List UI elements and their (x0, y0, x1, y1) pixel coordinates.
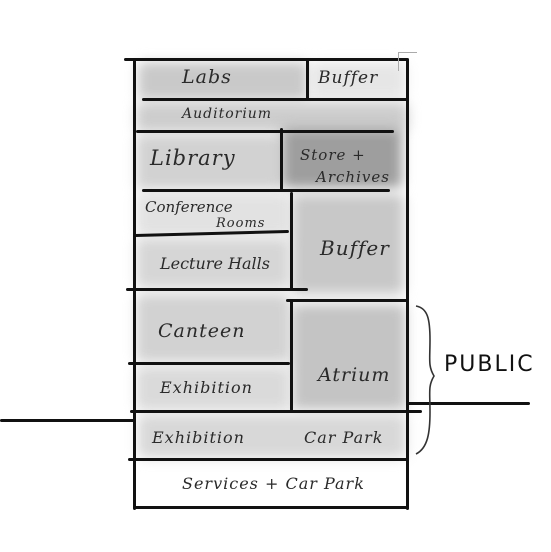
labs-buffer-divider (306, 58, 309, 100)
floor-line-exhibition (128, 458, 408, 461)
shading-labs (138, 62, 308, 100)
label-services: Services + Car Park (182, 474, 365, 493)
label-buffer-mid: Buffer (320, 236, 390, 260)
outer-wall-right (406, 58, 409, 510)
floor-line-canteen (128, 362, 290, 365)
label-auditorium: Auditorium (182, 106, 273, 122)
label-conference-line2: Rooms (216, 216, 266, 231)
label-labs: Labs (182, 66, 232, 88)
label-atrium: Atrium (318, 364, 391, 386)
public-brace (415, 305, 435, 455)
label-canteen: Canteen (158, 320, 246, 342)
shading-ground (138, 414, 406, 458)
shading-atrium (292, 304, 406, 410)
label-exhibition-upper: Exhibition (160, 378, 253, 397)
shading-store (282, 128, 402, 188)
shading-buffer-mid (292, 194, 404, 294)
shading-library (136, 134, 282, 190)
floor-line-atrium (130, 410, 422, 413)
label-buffer-top: Buffer (318, 68, 379, 88)
conference-buffer-divider (290, 192, 293, 290)
label-car-park: Car Park (304, 428, 384, 447)
label-lecture-halls: Lecture Halls (160, 254, 270, 273)
library-store-divider (280, 128, 283, 190)
roof-line (124, 58, 408, 61)
construction-mark (398, 52, 417, 71)
shading-exhibition-upper (136, 366, 290, 410)
base-line (133, 506, 409, 509)
label-store-line2: Archives (316, 168, 390, 186)
label-public: PUBLIC (444, 352, 535, 377)
floor-line-lecture (126, 288, 308, 291)
shading-lecture (136, 238, 290, 288)
outer-wall-left (133, 58, 136, 510)
floor-line-labs (142, 98, 408, 101)
floor-line-auditorium (136, 130, 394, 133)
shading-canteen (136, 294, 290, 362)
floor-line-library (142, 189, 390, 192)
shading-buffer-top (310, 62, 406, 98)
shading-auditorium (136, 102, 408, 132)
shading-conference (136, 192, 290, 236)
label-store-line1: Store + (300, 146, 366, 164)
canteen-atrium-divider (290, 299, 293, 411)
floor-line-buffer (286, 299, 408, 302)
label-library: Library (150, 146, 236, 170)
label-exhibition-lower: Exhibition (152, 428, 245, 447)
ground-line-right (406, 402, 530, 405)
ground-line-left (0, 419, 136, 422)
label-conference-line1: Conference (145, 198, 233, 216)
